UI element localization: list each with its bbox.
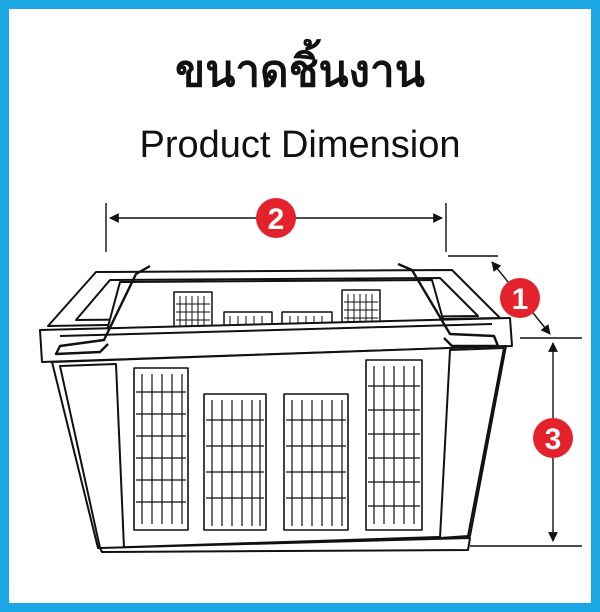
marker-2: 2 bbox=[256, 198, 296, 238]
basket bbox=[39, 262, 513, 553]
marker-3-label: 3 bbox=[545, 423, 562, 456]
marker-1: 1 bbox=[500, 278, 540, 318]
title-english: Product Dimension bbox=[139, 124, 461, 166]
title-thai: ขนาดชิ้นงาน bbox=[175, 46, 425, 97]
marker-1-label: 1 bbox=[512, 283, 529, 316]
marker-3: 3 bbox=[533, 418, 573, 458]
marker-2-label: 2 bbox=[268, 203, 285, 236]
